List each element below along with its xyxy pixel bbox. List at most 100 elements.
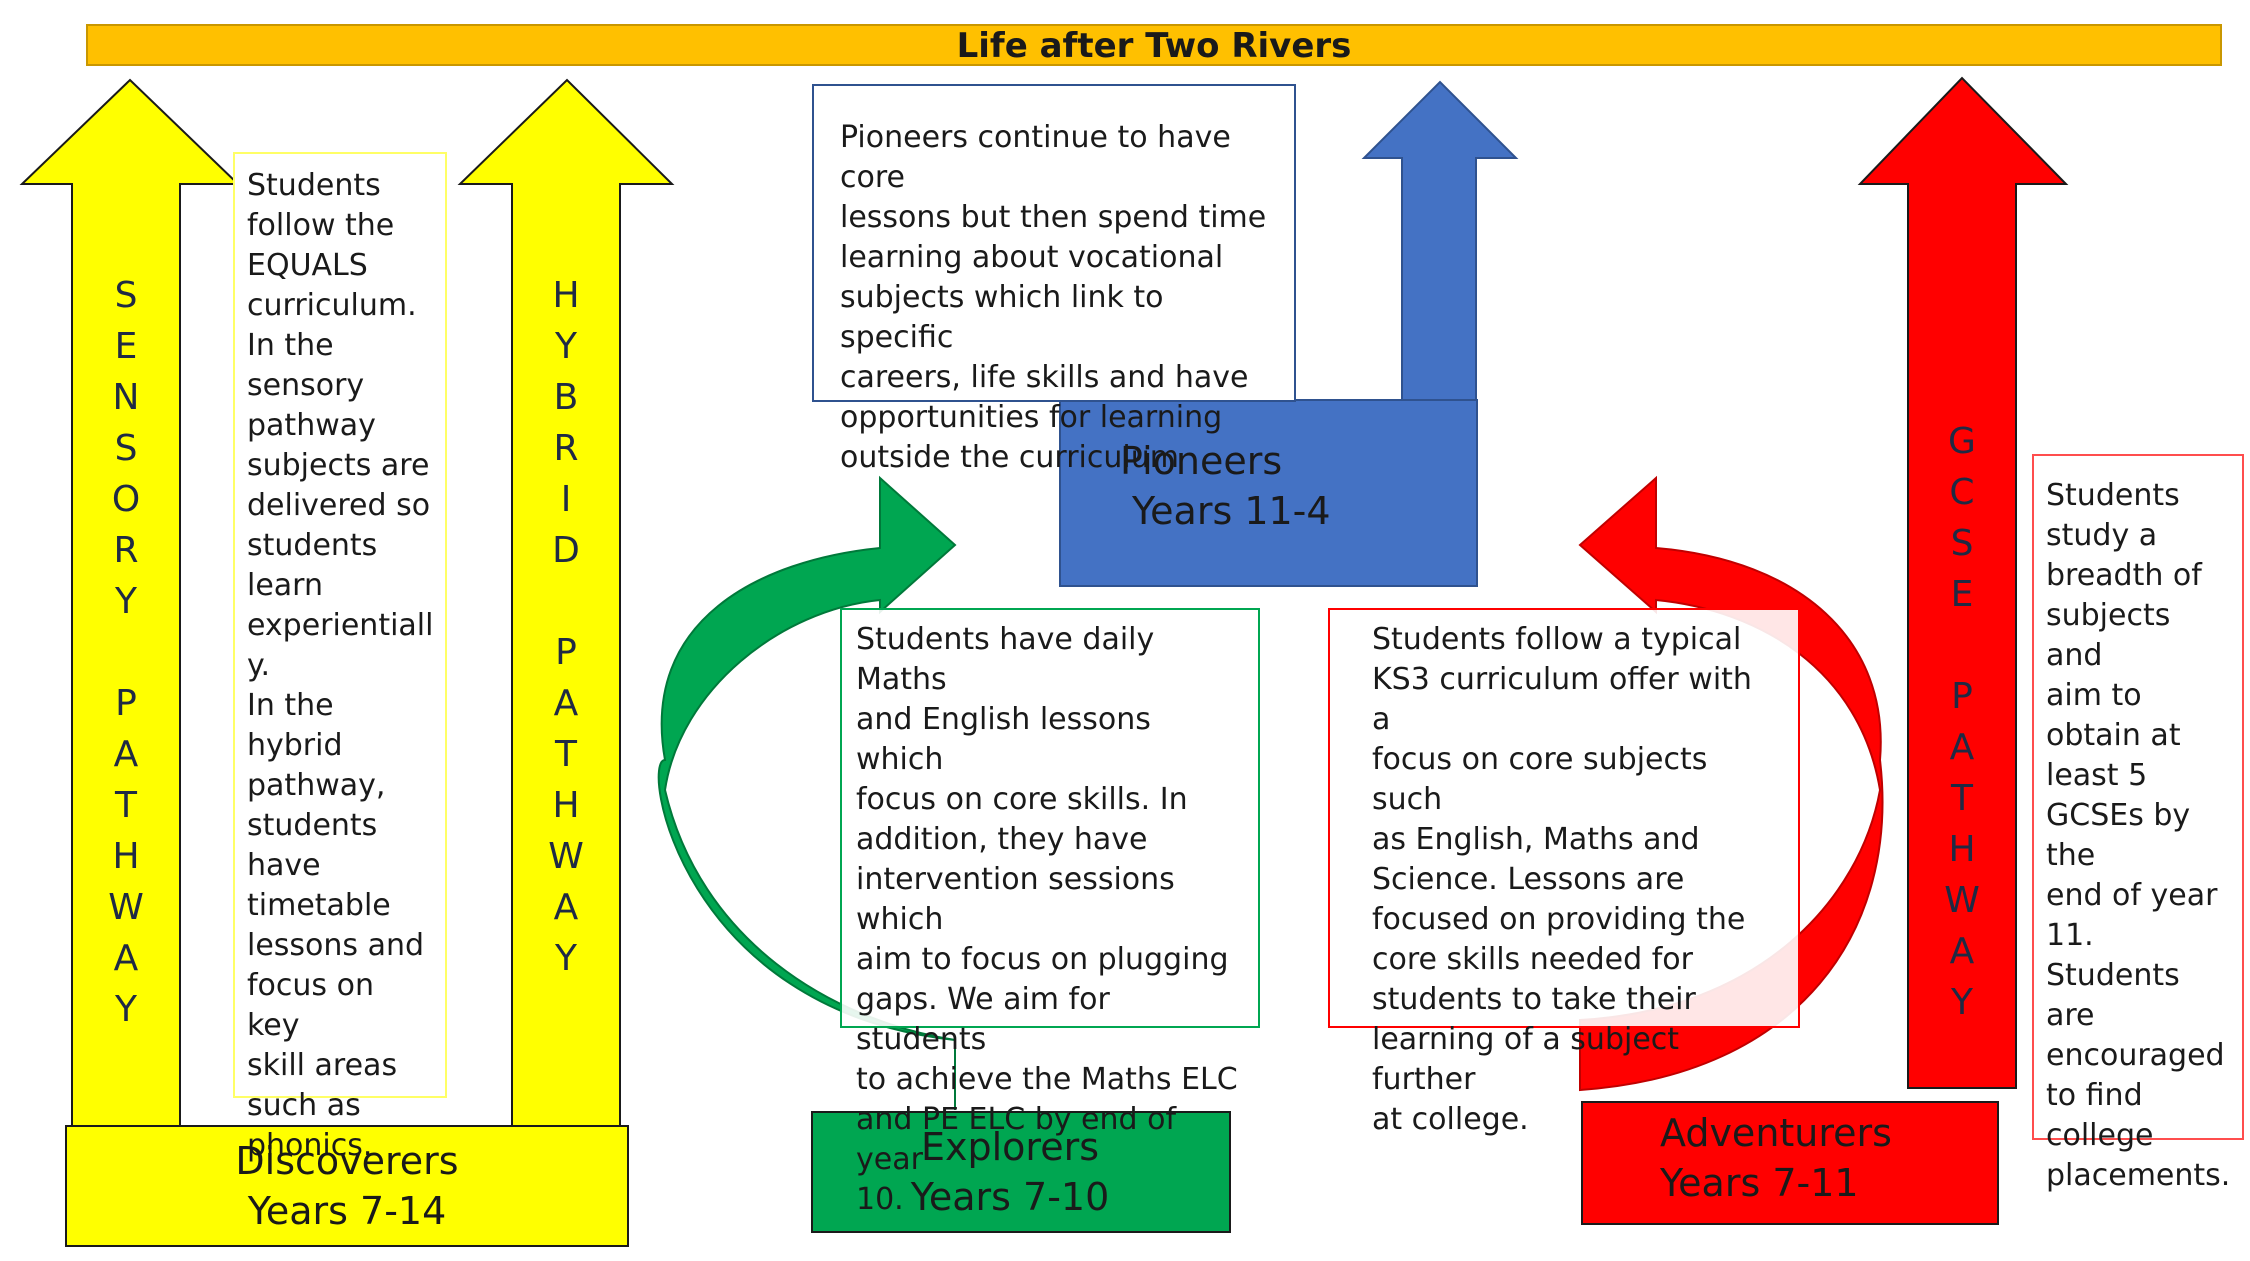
description-line: end of year xyxy=(2046,878,2218,913)
description-line: encouraged xyxy=(2046,1038,2225,1073)
hybrid-pathway-arrow xyxy=(457,78,675,1131)
pathway-letter: W xyxy=(1944,880,1980,921)
pathway-letter: T xyxy=(555,734,577,775)
description-line: lessons and xyxy=(247,928,425,963)
pathway-letter: A xyxy=(553,683,579,724)
pathway-letter: Y xyxy=(115,989,137,1030)
description-line: skill areas xyxy=(247,1048,398,1083)
description-line: EQUALS xyxy=(247,248,368,283)
explorers-years: Years 7-10 xyxy=(910,1175,1110,1219)
description-line: opportunities for learning xyxy=(840,400,1223,435)
adventurers-box xyxy=(1581,1101,1999,1225)
pathway-letter: N xyxy=(112,377,140,418)
description-line: focus on core subjects such xyxy=(1372,742,1708,817)
description-line: to find xyxy=(2046,1078,2143,1113)
discoverers-label: Discoverers Years 7-14 xyxy=(66,1136,628,1236)
pathway-letter: W xyxy=(108,887,144,928)
description-line: obtain at xyxy=(2046,718,2181,753)
description-line: pathway, xyxy=(247,768,386,803)
discoverers-box xyxy=(65,1125,629,1247)
description-line: at college. xyxy=(1372,1102,1529,1137)
description-line: students xyxy=(247,808,378,843)
pioneers-arrow xyxy=(1361,80,1519,411)
sensory-pathway-arrow xyxy=(19,78,241,1131)
pathway-letter: A xyxy=(553,887,579,928)
description-line: students to take their xyxy=(1372,982,1696,1017)
description-line: 10. xyxy=(856,1182,904,1217)
adventurers-years: Years 7-11 xyxy=(1660,1161,1859,1205)
pathway-letter: T xyxy=(115,785,137,826)
description-line: and PE ELC by end of year xyxy=(856,1102,1177,1177)
description-line: Students xyxy=(247,168,381,203)
description-line: placements. xyxy=(2046,1158,2231,1193)
description-line: follow the xyxy=(247,208,395,243)
pathway-letter: Y xyxy=(555,938,577,979)
pathway-letter: D xyxy=(552,530,580,571)
description-line: students xyxy=(247,528,378,563)
pathway-letter: S xyxy=(114,428,138,469)
pathway-letter: I xyxy=(560,479,572,520)
adventurers-label: Adventurers Years 7-11 xyxy=(1600,1108,1900,1208)
description-line: delivered so xyxy=(247,488,431,523)
description-line: Pioneers continue to have core xyxy=(840,120,1231,195)
description-line: careers, life skills and have xyxy=(840,360,1249,395)
description-line: aim to focus on plugging xyxy=(856,942,1229,977)
description-line: learn xyxy=(247,568,323,603)
description-line: phonics. xyxy=(247,1128,373,1163)
pathway-letter: A xyxy=(1949,931,1975,972)
description-line: such as xyxy=(247,1088,361,1123)
description-line: GCSEs by the xyxy=(2046,798,2191,873)
pathway-letter: C xyxy=(1949,472,1975,513)
pathway-letter: A xyxy=(113,938,139,979)
pioneers-label: Pioneers Years 11-4 xyxy=(1120,436,1360,536)
pathway-letter: H xyxy=(112,836,140,877)
description-line: addition, they have xyxy=(856,822,1148,857)
pioneers-years: Years 11-4 xyxy=(1132,489,1331,533)
description-line: KS3 curriculum offer with a xyxy=(1372,662,1752,737)
pathway-letter: O xyxy=(111,479,141,520)
description-line: and English lessons which xyxy=(856,702,1151,777)
description-line: Students xyxy=(2046,478,2180,513)
pathway-letter: Y xyxy=(1951,982,1973,1023)
description-line: gaps. We aim for students xyxy=(856,982,1110,1057)
pathway-letter: H xyxy=(552,785,580,826)
pathway-letter: G xyxy=(1948,421,1976,462)
description-line: least 5 xyxy=(2046,758,2148,793)
description-line: timetable xyxy=(247,888,391,923)
description-line: college xyxy=(2046,1118,2154,1153)
description-line: 11. Students xyxy=(2046,918,2180,993)
description-line: to achieve the Maths ELC xyxy=(856,1062,1238,1097)
pathway-letter: E xyxy=(1950,574,1974,615)
description-line: In the xyxy=(247,328,334,363)
pathway-letter: Y xyxy=(115,581,137,622)
pathway-letter: E xyxy=(114,326,138,367)
adventurers-curved-arrow xyxy=(1578,475,1884,1092)
description-line: Students follow a typical xyxy=(1372,622,1742,657)
pathway-letter: S xyxy=(114,275,138,316)
description-line: breadth of xyxy=(2046,558,2202,593)
description-line: In the hybrid xyxy=(247,688,343,763)
pioneers-name: Pioneers xyxy=(1120,439,1283,483)
pathway-letter: W xyxy=(548,836,584,877)
description-line: learning about vocational xyxy=(840,240,1224,275)
pathway-letter: R xyxy=(553,428,579,469)
description-line: subjects are xyxy=(247,448,430,483)
pathway-letter: A xyxy=(1949,727,1975,768)
description-line: focus on key xyxy=(247,968,374,1043)
description-line: learning of a subject further xyxy=(1372,1022,1680,1097)
explorers-box xyxy=(811,1111,1231,1233)
pathway-letter: H xyxy=(1948,829,1976,870)
description-line: subjects which link to specific xyxy=(840,280,1164,355)
description-line: experientiall xyxy=(247,608,434,643)
description-line: focused on providing the xyxy=(1372,902,1746,937)
gcse-pathway-arrow xyxy=(1857,76,2069,1089)
discoverers-name: Discoverers xyxy=(235,1139,459,1183)
